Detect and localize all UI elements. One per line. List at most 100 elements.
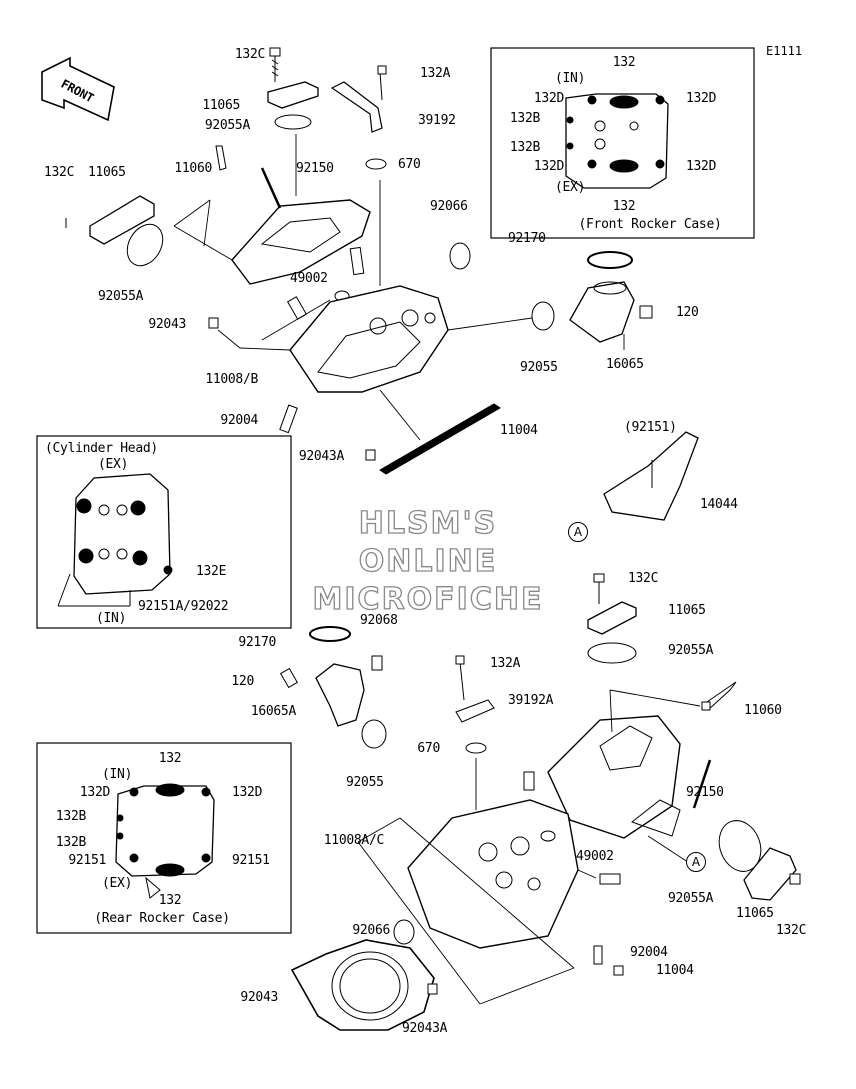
part-label-92150-2: 92150 bbox=[686, 785, 724, 800]
watermark-line-2: ONLINE bbox=[358, 543, 498, 579]
inset-front-ex-label: (EX) bbox=[555, 180, 586, 195]
front-rocker-case-drawing bbox=[565, 93, 669, 189]
cylinder-head-lower bbox=[407, 799, 579, 949]
callout-a-lower: A bbox=[686, 852, 706, 872]
part-label-92068: 92068 bbox=[360, 613, 398, 628]
part-label-92151-paren: (92151) bbox=[624, 420, 677, 435]
part-label-92055a-1: 92055A bbox=[204, 118, 250, 133]
part-label-92055-1: 92055 bbox=[520, 360, 558, 375]
part-label-11004-2: 92043 bbox=[240, 990, 278, 1005]
oring-670-top bbox=[365, 158, 387, 170]
cover-11065-left bbox=[89, 195, 155, 245]
part-label-120-2: 120 bbox=[231, 674, 254, 689]
part-label-11004-1: 11004 bbox=[500, 423, 538, 438]
part-label-92066-1: 92066 bbox=[430, 199, 468, 214]
inset-front-label-132-top: 132 bbox=[612, 55, 636, 70]
clamp-92170-upper bbox=[587, 251, 633, 269]
leader-lines bbox=[173, 134, 625, 441]
part-label-11008b: 11008/B bbox=[205, 372, 258, 387]
part-label-92055a-2: 92055A bbox=[98, 289, 144, 304]
manifold-16065a-lower bbox=[315, 663, 365, 727]
part-label-92004-2: 92004 bbox=[630, 945, 668, 960]
part-label-92170-2: 92170 bbox=[238, 635, 276, 650]
inset-front-label-132d-4: 132D bbox=[686, 159, 717, 174]
oring-670-lower bbox=[465, 742, 487, 754]
part-label-92055a-3: 92055A bbox=[668, 643, 714, 658]
inset-rear-label-132d-2: 132D bbox=[232, 785, 263, 800]
watermark-line-3: MICROFICHE bbox=[312, 581, 544, 617]
gasket-92055a-lower-right bbox=[718, 820, 762, 872]
part-label-92066-2: 92066 bbox=[352, 923, 390, 938]
part-label-132a-2: 132A bbox=[490, 656, 521, 671]
inset-front-label-132b-2: 132B bbox=[509, 140, 540, 155]
part-label-92043-2: 11004 bbox=[656, 963, 694, 978]
manifold-16065-upper bbox=[569, 281, 635, 343]
part-label-16065a: 16065A bbox=[250, 704, 296, 719]
part-label-92043a-1: 92043A bbox=[298, 449, 344, 464]
inset-rear-ex-label: (EX) bbox=[102, 876, 133, 891]
part-label-670-2: 670 bbox=[417, 741, 440, 756]
cover-11065-lower-right bbox=[743, 847, 797, 901]
part-label-120-1: 120 bbox=[676, 305, 699, 320]
part-label-39192: 39192 bbox=[418, 113, 456, 128]
cover-11065-top bbox=[267, 81, 319, 109]
part-label-132a-1: 132A bbox=[420, 66, 451, 81]
watermark-line-1: HLSM'S bbox=[358, 505, 498, 541]
inset-rear-title: (Rear Rocker Case) bbox=[94, 911, 230, 926]
bolt-132c-top bbox=[269, 47, 281, 82]
inset-rear-label-132-top: 132 bbox=[158, 751, 182, 766]
leader-lines-lower bbox=[357, 689, 701, 1005]
inset-rear-label-92151-right: 92151 bbox=[232, 853, 270, 868]
seal-92066-upper bbox=[449, 242, 471, 270]
cylinder-head-upper bbox=[289, 285, 449, 393]
inset-front-rocker-frame bbox=[490, 47, 755, 239]
part-label-132c-4: 132C bbox=[776, 923, 807, 938]
part-label-92055a-4: 92055A bbox=[668, 891, 714, 906]
part-label-92170-1: 92170 bbox=[508, 231, 546, 246]
part-label-132c-2: 132C bbox=[44, 165, 75, 180]
inset-head-in-label: (IN) bbox=[96, 611, 127, 626]
part-label-49002-2: 49002 bbox=[576, 849, 614, 864]
inset-cylinder-head-frame bbox=[36, 435, 292, 629]
inset-front-label-132d-3: 132D bbox=[533, 159, 564, 174]
part-label-92150-1: 92150 bbox=[296, 161, 334, 176]
inset-rear-label-132b-1: 132B bbox=[55, 809, 86, 824]
rear-rocker-case-drawing bbox=[115, 783, 215, 899]
bracket-14044 bbox=[603, 431, 699, 521]
inset-front-title: (Front Rocker Case) bbox=[578, 217, 722, 232]
inset-front-label-132d-2: 132D bbox=[686, 91, 717, 106]
inset-head-title: (Cylinder Head) bbox=[45, 441, 158, 456]
diagram-code: E1111 bbox=[766, 44, 803, 58]
inset-rear-label-132-bottom: 132 bbox=[158, 893, 182, 908]
inset-rear-label-92151-left: 92151 bbox=[68, 853, 106, 868]
part-label-92043a-2: 92043A bbox=[402, 1021, 448, 1036]
part-label-92043-1: 92043 bbox=[148, 317, 186, 332]
part-label-14044: 14044 bbox=[700, 497, 738, 512]
part-label-11008a-c: 11008A/C bbox=[323, 833, 385, 848]
gasket-92055a-left bbox=[126, 223, 164, 267]
part-label-11065-1: 11065 bbox=[202, 98, 240, 113]
pipe-39192a bbox=[455, 699, 495, 723]
oring-92055-upper bbox=[531, 301, 555, 331]
rocker-case-upper bbox=[231, 199, 371, 285]
front-direction-arrow bbox=[41, 56, 115, 122]
cover-11065-lower-top bbox=[587, 601, 637, 635]
part-label-11065-2: 11065 bbox=[88, 165, 126, 180]
inset-rear-label-132d-1: 132D bbox=[79, 785, 110, 800]
part-label-11065-3: 11065 bbox=[668, 603, 706, 618]
gasket-11004-upper bbox=[379, 403, 501, 475]
inset-front-in-label: (IN) bbox=[555, 71, 586, 86]
inset-front-label-132-bottom: 132 bbox=[612, 199, 636, 214]
part-label-670-1: 670 bbox=[398, 157, 421, 172]
inset-head-label-92151a-92022: 92151A/92022 bbox=[138, 599, 229, 614]
inset-rear-in-label: (IN) bbox=[102, 767, 133, 782]
part-label-92004-1: 92004 bbox=[220, 413, 258, 428]
gasket-92055a-lower-top bbox=[587, 642, 637, 664]
callout-a-upper: A bbox=[568, 522, 588, 542]
inset-rear-label-132b-2: 132B bbox=[55, 835, 86, 850]
seal-92066-lower bbox=[393, 919, 415, 945]
part-label-132c-1: 132C bbox=[234, 47, 265, 62]
inset-rear-rocker-frame bbox=[36, 742, 292, 934]
